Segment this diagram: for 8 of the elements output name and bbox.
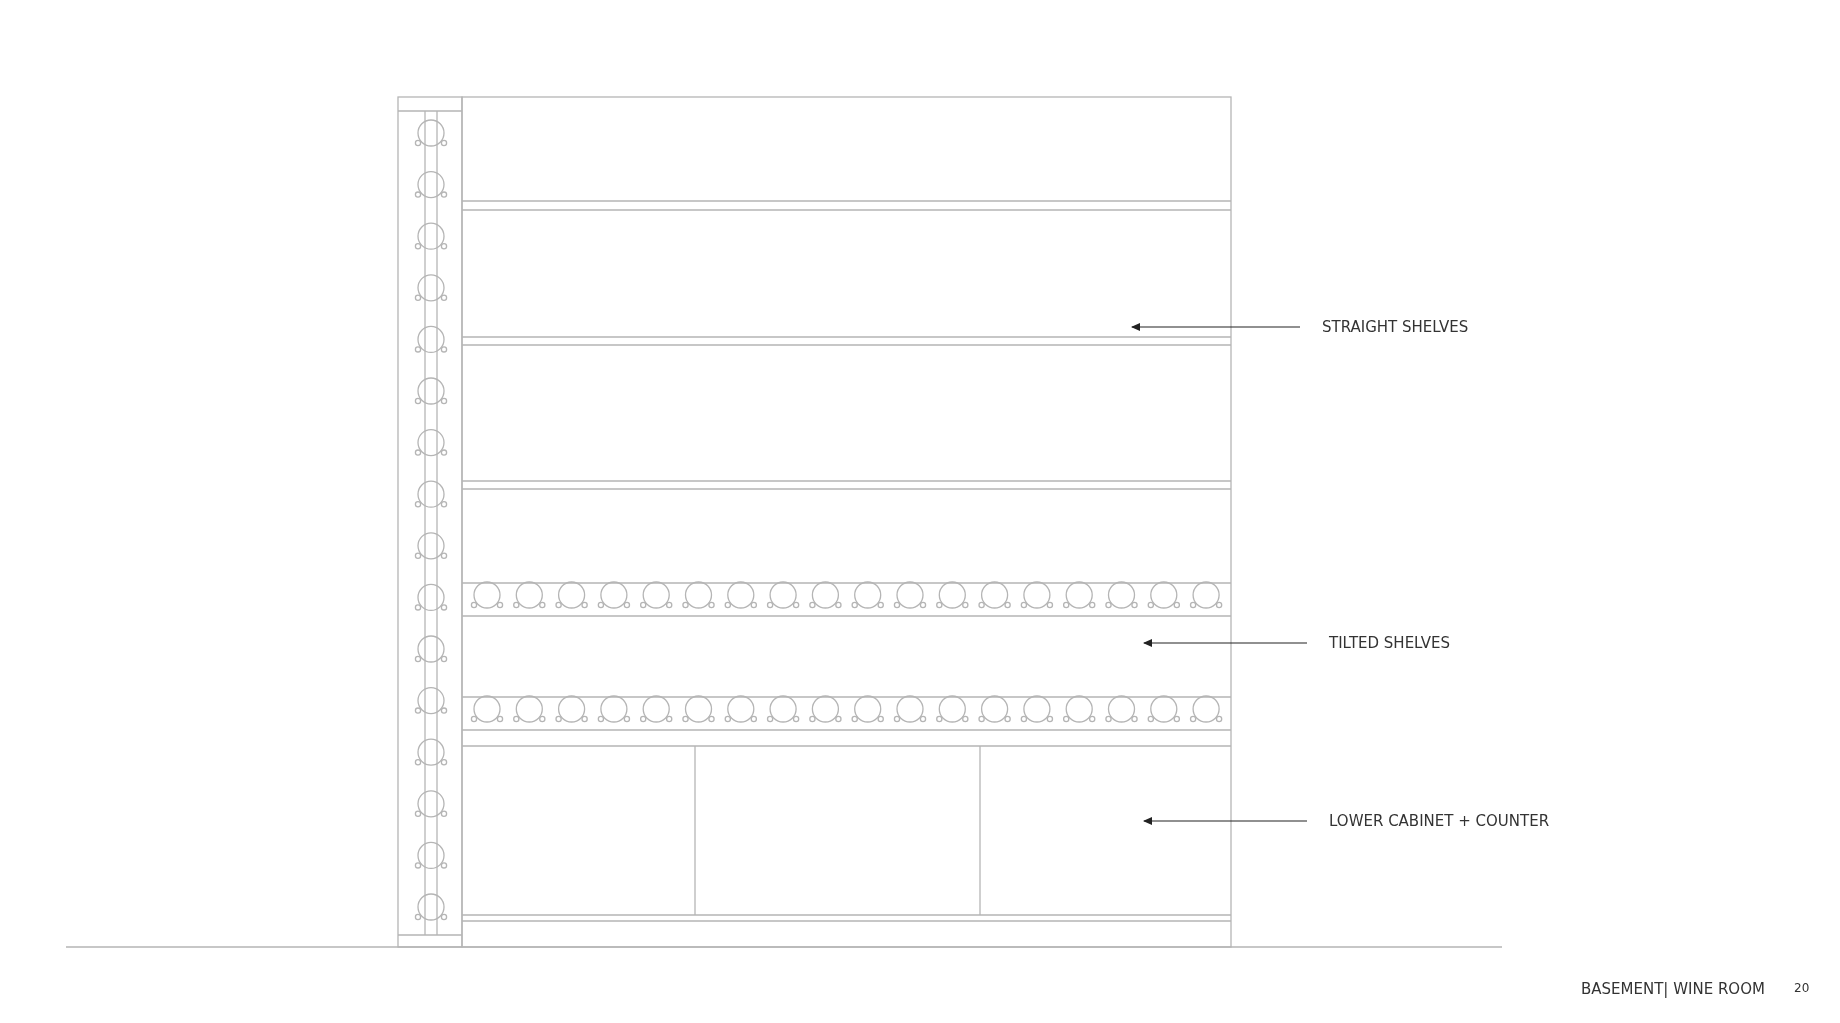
callout-text: STRAIGHT SHELVES	[1300, 317, 1469, 337]
leader-line	[1131, 323, 1301, 331]
callout-text: LOWER CABINET + COUNTER	[1307, 811, 1550, 831]
leader-line	[1143, 639, 1308, 647]
page-footer-title: BASEMENT| WINE ROOM	[1581, 979, 1765, 999]
callout-text: TILTED SHELVES	[1307, 633, 1451, 653]
page-number: 20	[1794, 980, 1810, 997]
leader-line	[1143, 817, 1308, 825]
